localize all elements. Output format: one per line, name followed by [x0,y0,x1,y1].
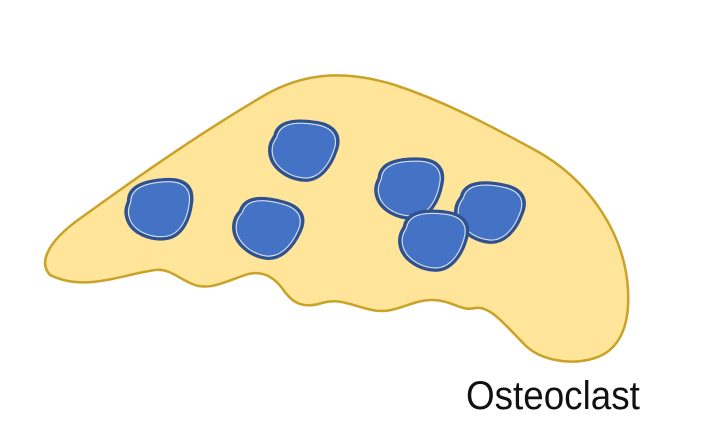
diagram-caption: Osteoclast [466,372,640,420]
